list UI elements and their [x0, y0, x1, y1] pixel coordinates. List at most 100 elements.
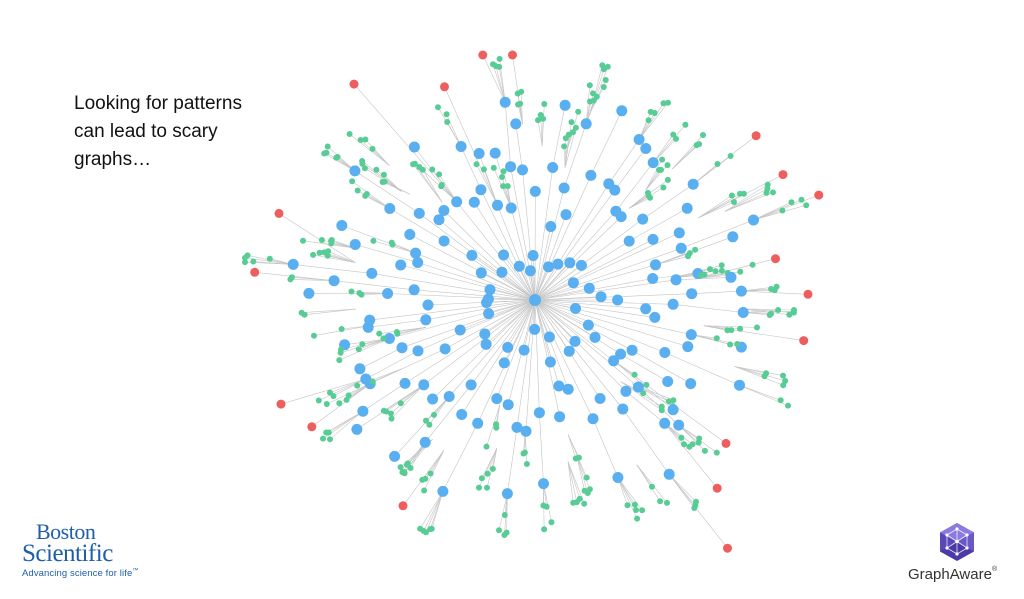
graph-node-leaf — [777, 397, 784, 404]
graph-node-leaf — [242, 259, 248, 266]
graph-node-leaf — [707, 266, 713, 273]
graph-edge — [369, 299, 536, 321]
graph-nodes — [242, 50, 824, 553]
graph-edge — [693, 135, 757, 185]
graph-node-leaf — [763, 189, 770, 196]
graph-node-leaf — [336, 357, 343, 364]
graph-node-leaf — [500, 183, 507, 190]
graph-node-leaf — [658, 407, 665, 414]
graph-node-hub — [437, 485, 449, 497]
graph-edge — [293, 264, 372, 274]
graph-edge — [383, 384, 424, 412]
graph-node-hub — [501, 488, 513, 500]
graph-node-leaf — [438, 181, 445, 188]
graph-edge — [425, 491, 444, 533]
graph-node-hub — [466, 249, 478, 261]
graph-node-leaf — [354, 382, 361, 389]
graph-node-leaf — [478, 475, 485, 482]
graph-node-leaf — [600, 84, 607, 90]
graph-node-hub — [633, 134, 645, 145]
graph-node-alert — [803, 289, 813, 299]
graph-edge — [585, 85, 591, 124]
graph-edge — [567, 434, 577, 459]
graph-node-hub — [410, 247, 422, 259]
graph-node-hub — [626, 344, 638, 356]
graph-edge — [564, 138, 567, 168]
headline-line-3: graphs… — [74, 149, 152, 170]
graph-edge — [703, 325, 741, 329]
graph-edge — [631, 349, 691, 384]
graph-edge — [753, 194, 819, 221]
graph-node-leaf — [496, 527, 502, 534]
graph-node-leaf — [541, 101, 548, 107]
graph-node-hub — [351, 423, 363, 435]
graph-edge — [664, 352, 740, 386]
graph-edge — [652, 134, 674, 163]
graph-node-leaf — [443, 111, 450, 118]
graph-node-hub — [529, 185, 541, 197]
graph-edge — [567, 461, 578, 503]
graph-edge — [422, 169, 443, 203]
graph-node-hub — [612, 294, 624, 306]
graph-edge — [432, 299, 536, 400]
graph-node-leaf — [682, 121, 689, 128]
graph-edge — [655, 252, 690, 266]
graph-node-leaf — [660, 184, 667, 191]
graph-node-leaf — [541, 526, 548, 533]
graph-node-alert — [349, 79, 359, 89]
graph-node-alert — [721, 438, 731, 448]
graph-node-leaf — [431, 411, 437, 418]
graph-node-hub — [389, 450, 401, 462]
graph-node-leaf — [724, 327, 731, 334]
graph-edge — [290, 279, 335, 281]
graph-edge — [534, 239, 654, 301]
graph-edge — [638, 103, 664, 140]
graph-node-hub — [748, 214, 759, 226]
graph-edge — [423, 299, 536, 386]
graph-node-leaf — [355, 346, 362, 353]
graph-node-hub — [349, 239, 361, 250]
graph-node-hub — [439, 343, 451, 355]
graph-node-leaf — [381, 178, 388, 185]
graph-node-hub — [396, 342, 408, 354]
graph-edge — [339, 338, 390, 361]
graph-edge — [360, 139, 390, 166]
graph-edge — [697, 258, 776, 279]
graph-edge — [534, 299, 692, 335]
graph-edge — [532, 255, 536, 301]
graph-node-hub — [489, 147, 501, 159]
graph-edge — [304, 308, 356, 316]
headline: Looking for patterns can lead to scary g… — [74, 90, 304, 174]
graph-node-leaf — [798, 196, 805, 203]
graph-node-leaf — [501, 532, 508, 538]
graph-edge — [734, 366, 784, 386]
graph-node-hub — [647, 157, 659, 169]
graph-edge — [681, 219, 754, 249]
graph-node-hub — [527, 250, 539, 261]
graph-node-leaf — [393, 329, 400, 335]
graph-node-leaf — [540, 502, 547, 509]
graph-node-hub — [617, 403, 629, 415]
graph-node-leaf — [444, 119, 451, 125]
graph-node-hub — [382, 288, 394, 299]
graph-node-leaf — [737, 325, 744, 332]
graph-node-leaf — [718, 262, 725, 269]
graph-node-hub — [498, 249, 510, 261]
graph-node-leaf — [647, 194, 654, 201]
graph-edge — [522, 169, 536, 301]
graph-edge — [483, 169, 498, 206]
graph-node-leaf — [480, 166, 487, 173]
graph-node-leaf — [771, 287, 778, 294]
graph-edge — [534, 248, 682, 301]
graph-node-hub — [517, 164, 528, 176]
graph-node-leaf — [489, 465, 496, 472]
graph-edge — [365, 350, 419, 380]
graph-node-hub — [408, 284, 420, 296]
graph-node-hub — [594, 393, 606, 404]
graph-node-hub — [451, 196, 463, 208]
graph-node-hub — [587, 413, 599, 425]
graph-node-hub — [498, 357, 510, 369]
graph-node-leaf — [685, 253, 691, 260]
graph-node-hub — [404, 229, 416, 240]
graph-edge — [734, 366, 786, 382]
